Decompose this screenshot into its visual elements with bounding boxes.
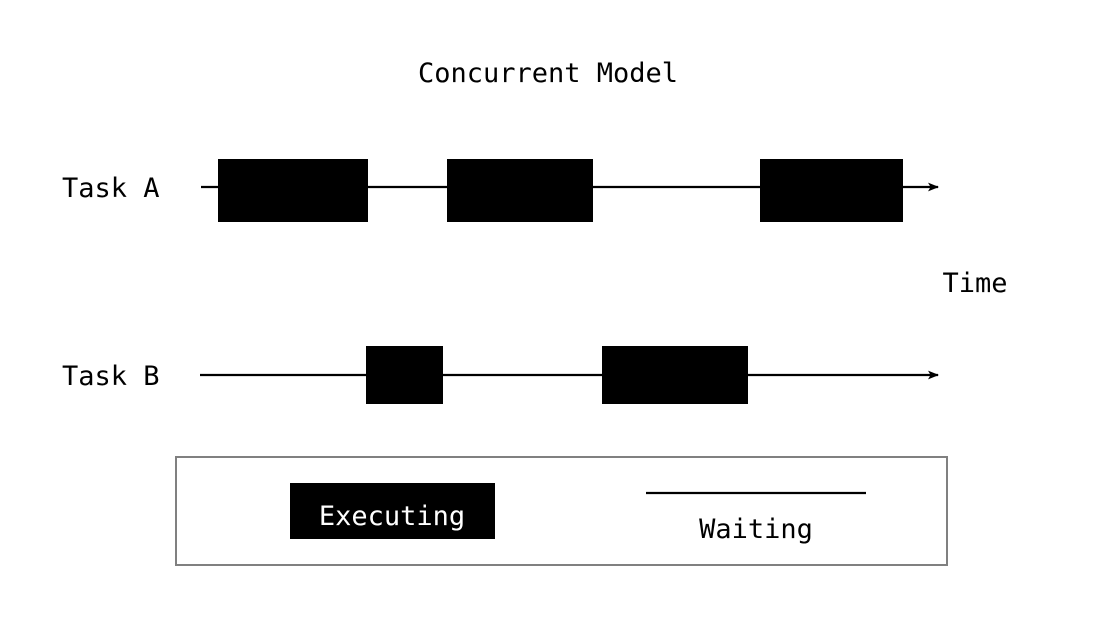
executing-bar-task-b-2 [602,346,748,404]
legend-executing-swatch [290,483,495,539]
task-timelines: Task A Task B [62,159,939,404]
legend: Executing Waiting [175,456,948,566]
time-axis-label: Time [942,268,1007,299]
track-label-task-a: Task A [62,173,160,204]
executing-bar-task-a-2 [447,159,593,222]
timeline-track-task-a: Task A [62,159,939,222]
executing-bar-task-b-1 [366,346,443,404]
timeline-track-task-b: Task B [62,346,939,404]
legend-executing-label: Executing [319,501,465,532]
chart-title: Concurrent Model [418,58,678,89]
executing-bar-task-a-1 [218,159,368,222]
legend-waiting-label: Waiting [699,514,813,545]
executing-bar-task-a-3 [760,159,903,222]
track-label-task-b: Task B [62,361,160,392]
